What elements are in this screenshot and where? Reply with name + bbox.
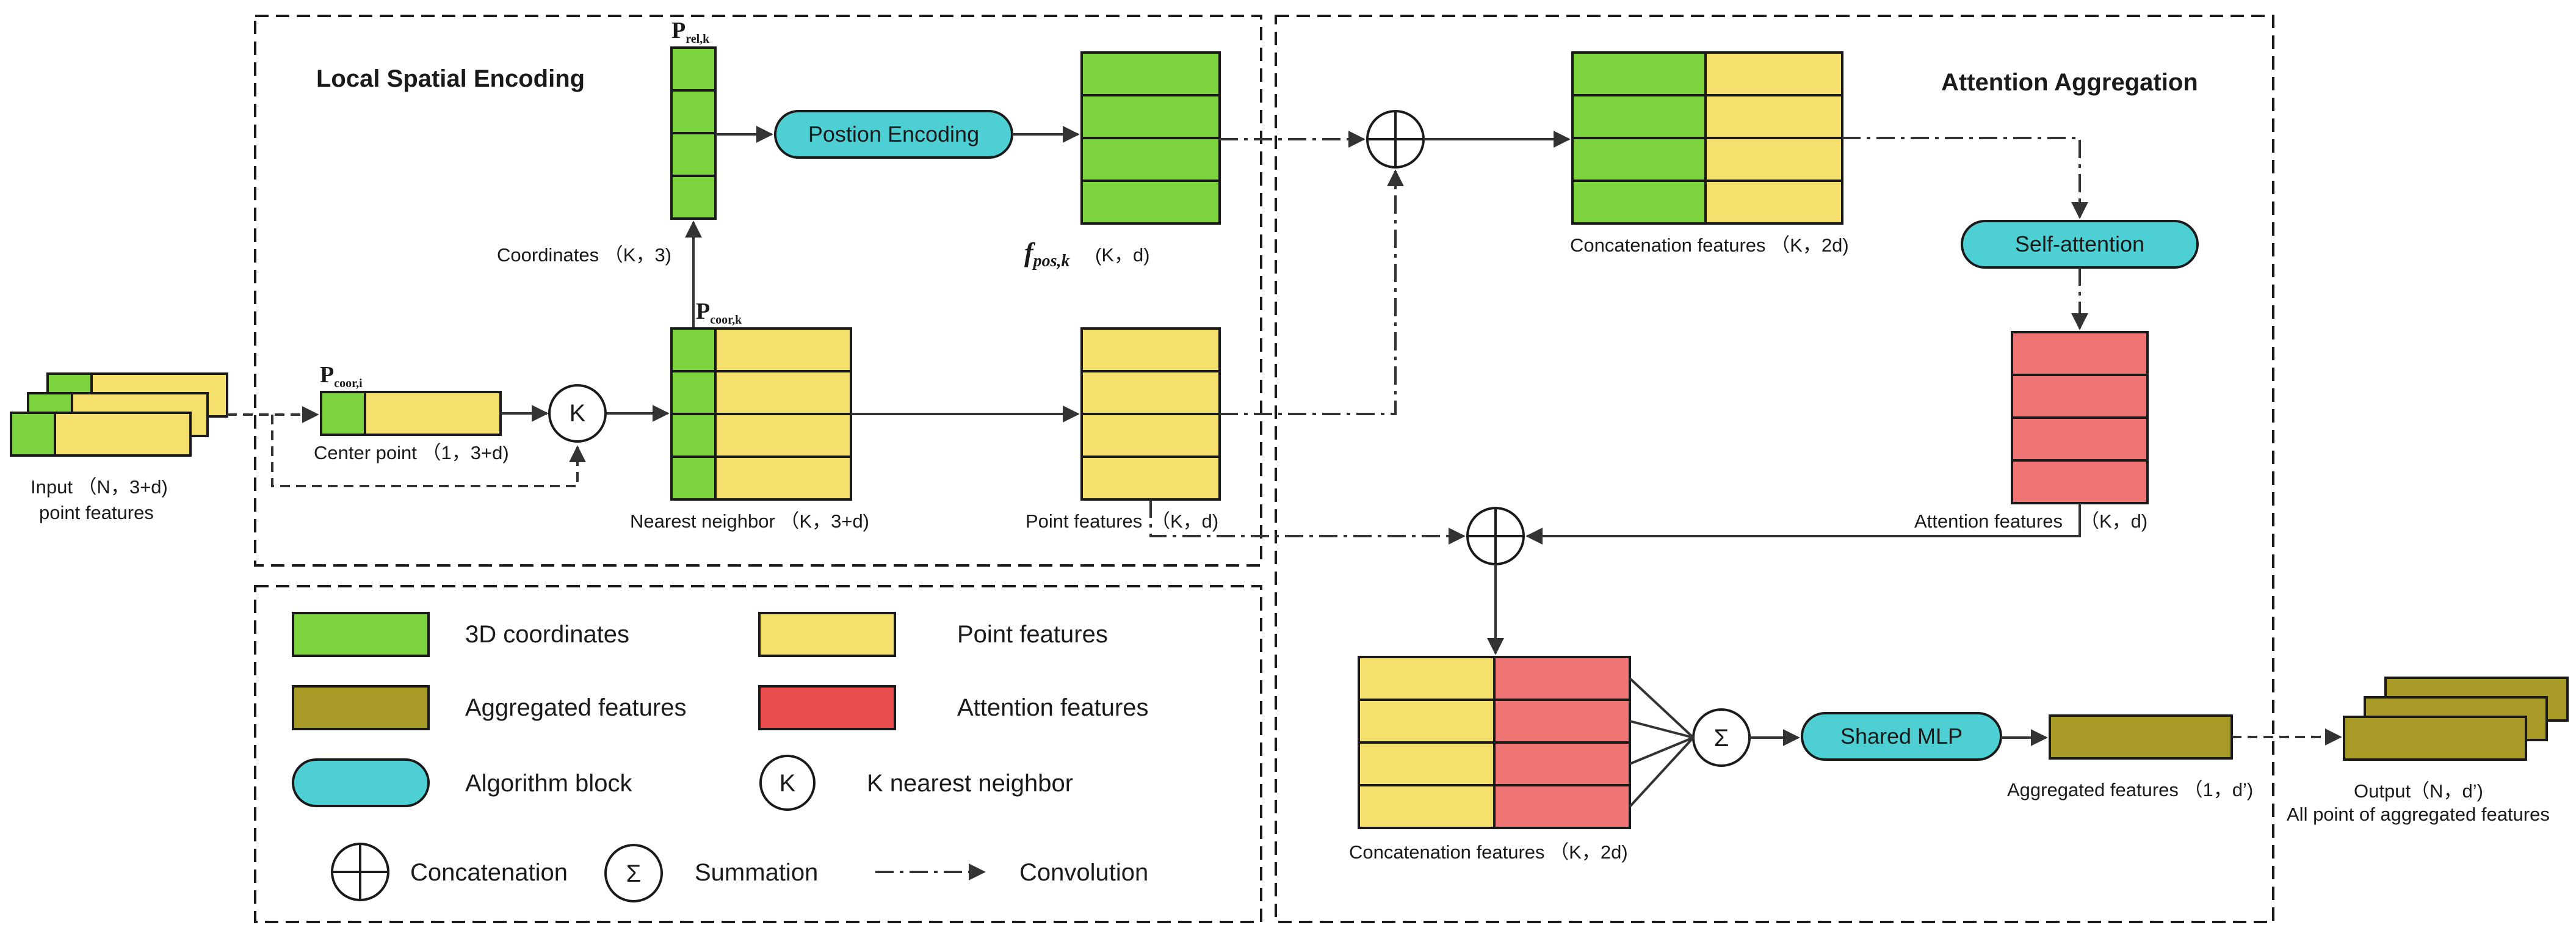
legend-sum-label: Summation — [695, 859, 818, 886]
f-pos-k-column — [1080, 51, 1221, 225]
output-label-2: All point of aggregated features — [2287, 804, 2550, 825]
legend-swatch-coords — [292, 612, 430, 657]
concat-features-bottom — [1358, 656, 1631, 829]
attention-aggregation-frame — [1275, 15, 2274, 923]
legend-swatch-attention — [758, 685, 896, 730]
output-label: Output（N，d’) — [2354, 780, 2483, 802]
p-coor-k-label: Pcoor,k — [696, 299, 742, 327]
legend-convolution-label: Convolution — [1019, 859, 1148, 886]
sum-symbol: Σ — [1714, 725, 1729, 752]
attention-features-label: Attention features — [1914, 510, 2063, 532]
concat-features-top — [1571, 51, 1843, 225]
center-point-block — [320, 391, 502, 436]
legend-attention-label: Attention features — [957, 694, 1149, 721]
concat-top-label: Concatenation features （K，2d) — [1570, 234, 1849, 256]
point-features-column — [1080, 327, 1221, 501]
legend-swatch-point — [758, 612, 896, 657]
legend-aggregated-label: Aggregated features — [465, 694, 686, 721]
legend-knn-label: K nearest neighbor — [867, 770, 1073, 797]
attention-features-column — [2011, 331, 2149, 504]
legend-swatch-algorithm — [292, 758, 430, 807]
legend-frame — [254, 585, 1262, 923]
legend-algorithm-label: Algorithm block — [465, 770, 632, 797]
p-rel-k-column — [670, 46, 717, 220]
legend-swatch-aggregated — [292, 685, 430, 730]
point-features-dims: （K，d) — [1151, 510, 1218, 532]
local-spatial-encoding-title: Local Spatial Encoding — [316, 65, 585, 92]
legend-knn-symbol: K — [780, 770, 796, 797]
shared-mlp-label: Shared MLP — [1840, 724, 1963, 749]
legend: 3D coordinates Point features Aggregated… — [292, 612, 1149, 902]
aggregated-features-bar — [2049, 714, 2233, 760]
legend-sum-symbol: Σ — [626, 860, 642, 887]
input-point-stack — [10, 372, 228, 457]
connections — [227, 126, 2342, 808]
coordinates-label: Coordinates （K，3) — [497, 244, 671, 266]
legend-concat-label: Concatenation — [410, 859, 568, 886]
f-pos-k-label: fpos,k — [1024, 238, 1070, 270]
nearest-neighbor-block — [670, 327, 852, 501]
attention-features-dims: （K，d) — [2080, 510, 2147, 532]
local-spatial-encoding-frame — [254, 15, 1262, 567]
nearest-neighbor-label: Nearest neighbor （K，3+d) — [630, 510, 869, 532]
aggregated-out-label: Aggregated features （1，d’) — [2007, 779, 2253, 800]
knn-symbol: K — [570, 400, 586, 427]
p-coor-i-label: Pcoor,i — [320, 362, 363, 390]
legend-coords-label: 3D coordinates — [465, 621, 629, 648]
input-label: Input （N，3+d) — [31, 476, 168, 498]
center-point-label: Center point （1，3+d) — [314, 442, 509, 463]
legend-sum-node — [604, 844, 663, 902]
position-encoding-label: Postion Encoding — [808, 122, 979, 147]
input-label-2: point features — [39, 502, 154, 523]
attention-aggregation-title: Attention Aggregation — [1941, 69, 2198, 96]
output-stack — [2343, 677, 2569, 761]
f-pos-k-dims: (K，d) — [1095, 244, 1150, 266]
concat-bottom-label: Concatenation features （K，2d) — [1349, 841, 1628, 863]
legend-knn-node — [759, 755, 816, 811]
self-attention-label: Self-attention — [2015, 231, 2144, 256]
p-rel-k-label: Prel,k — [671, 18, 710, 46]
legend-point-label: Point features — [957, 621, 1108, 648]
point-features-label: Point features — [1026, 510, 1142, 532]
